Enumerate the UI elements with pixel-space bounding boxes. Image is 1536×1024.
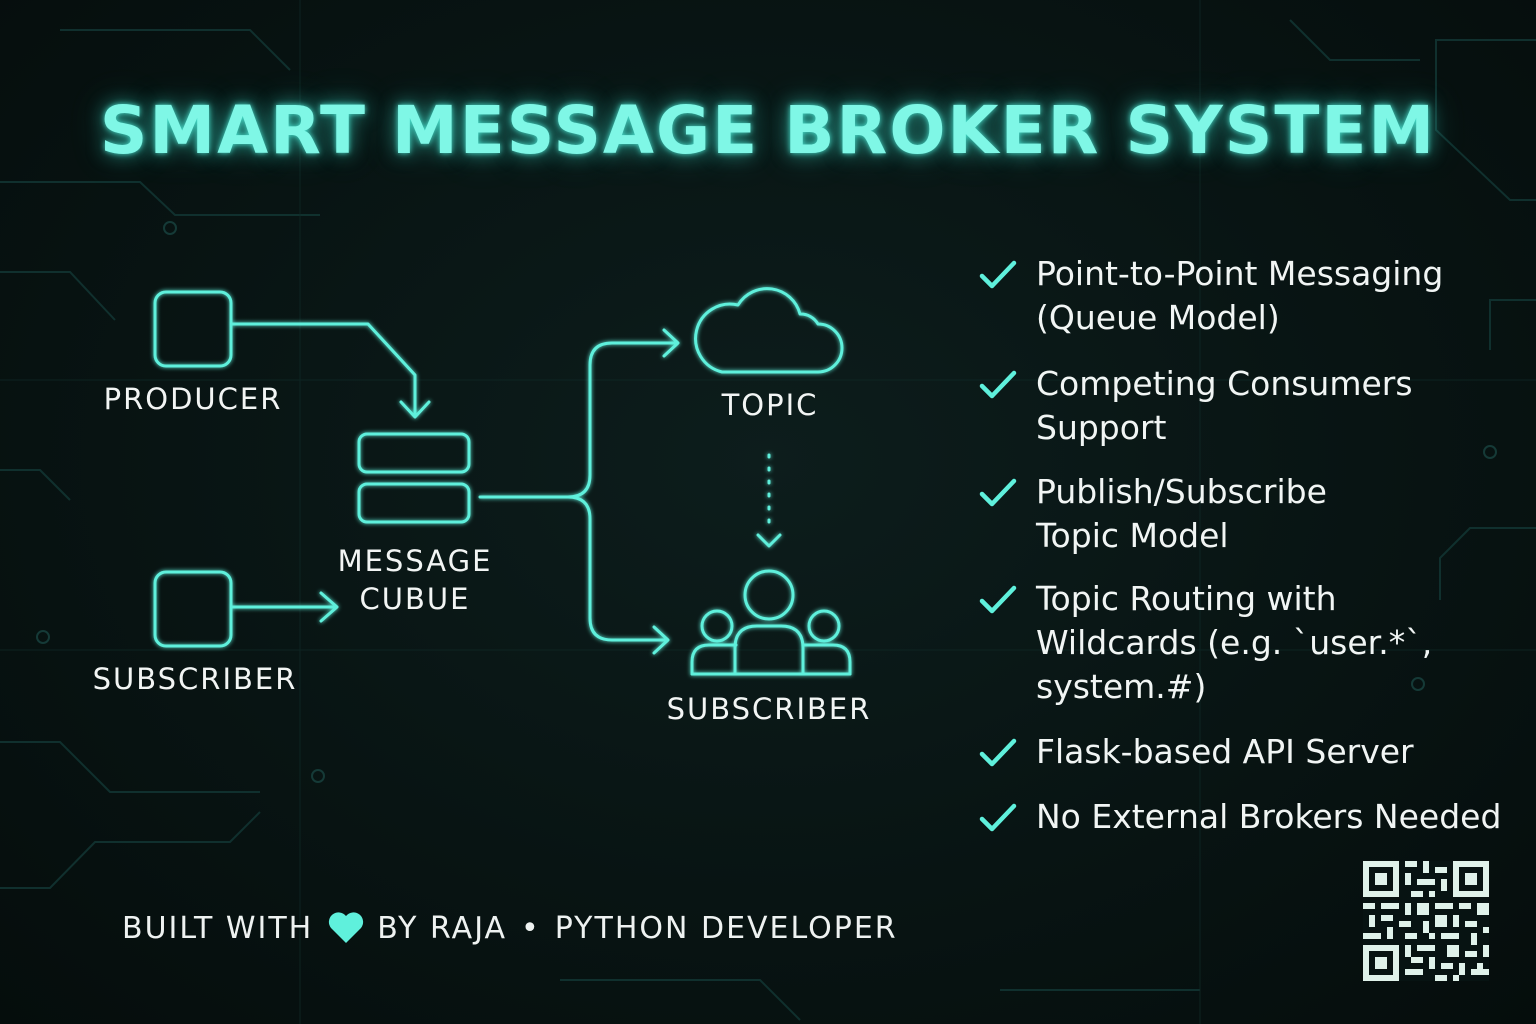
feature-line: system.#): [1036, 667, 1207, 706]
footer-separator: •: [521, 910, 541, 946]
message-cube-label-line1: MESSAGE: [337, 544, 493, 578]
message-cube-label-line2: CUBUE: [359, 582, 471, 616]
cube-branch-lower-connector: [566, 495, 668, 642]
check-icon: [979, 478, 1017, 507]
footer-built-with: BUILT WITH: [122, 910, 314, 946]
feature-line: Wildcards (e.g. `user.*`,: [1036, 623, 1433, 662]
check-icon: [979, 370, 1017, 399]
feature-line: Topic Routing with: [1036, 579, 1337, 618]
topic-label: TOPIC: [721, 388, 819, 422]
topic-arrowhead: [662, 328, 680, 358]
qr-code-icon: [1363, 861, 1489, 981]
footer-role: PYTHON DEVELOPER: [554, 910, 898, 946]
feature-line: Point-to-Point Messaging: [1036, 254, 1444, 293]
dotted-arrowhead: [756, 533, 782, 548]
producer-arrowhead: [399, 400, 431, 419]
feature-line: Competing Consumers: [1036, 364, 1413, 403]
subscriber-left-node-icon: [153, 570, 233, 648]
footer-author: BY RAJA: [377, 910, 508, 946]
check-icon: [979, 585, 1017, 614]
check-icon: [979, 738, 1017, 767]
feature-line: Support: [1036, 408, 1167, 447]
subscriber-left-arrowhead: [319, 591, 339, 623]
subscriber-left-label: SUBSCRIBER: [92, 662, 298, 696]
feature-line: Flask-based API Server: [1036, 732, 1414, 771]
subscriber-right-label: SUBSCRIBER: [666, 692, 872, 726]
stack-database-lower-icon: [357, 482, 471, 524]
feature-line: (Queue Model): [1036, 298, 1280, 337]
stack-database-icon: [357, 432, 471, 474]
feature-line: Publish/Subscribe: [1036, 472, 1327, 511]
subscriber-right-arrowhead: [652, 625, 670, 655]
page-title: SMART MESSAGE BROKER SYSTEM: [99, 92, 1437, 169]
producer-label: PRODUCER: [103, 382, 283, 416]
check-icon: [979, 260, 1017, 289]
users-group-icon: [690, 569, 852, 676]
heart-icon: [329, 912, 364, 943]
cube-branch-connector: [478, 341, 678, 499]
producer-to-cube-connector: [229, 322, 417, 417]
check-icon: [979, 803, 1017, 832]
feature-line: No External Brokers Needed: [1036, 797, 1502, 836]
producer-node-icon: [153, 290, 233, 368]
feature-line: Topic Model: [1036, 516, 1229, 555]
footer-credit: BUILT WITH BY RAJA • PYTHON DEVELOPER: [122, 904, 898, 952]
cloud-icon: [694, 287, 844, 374]
